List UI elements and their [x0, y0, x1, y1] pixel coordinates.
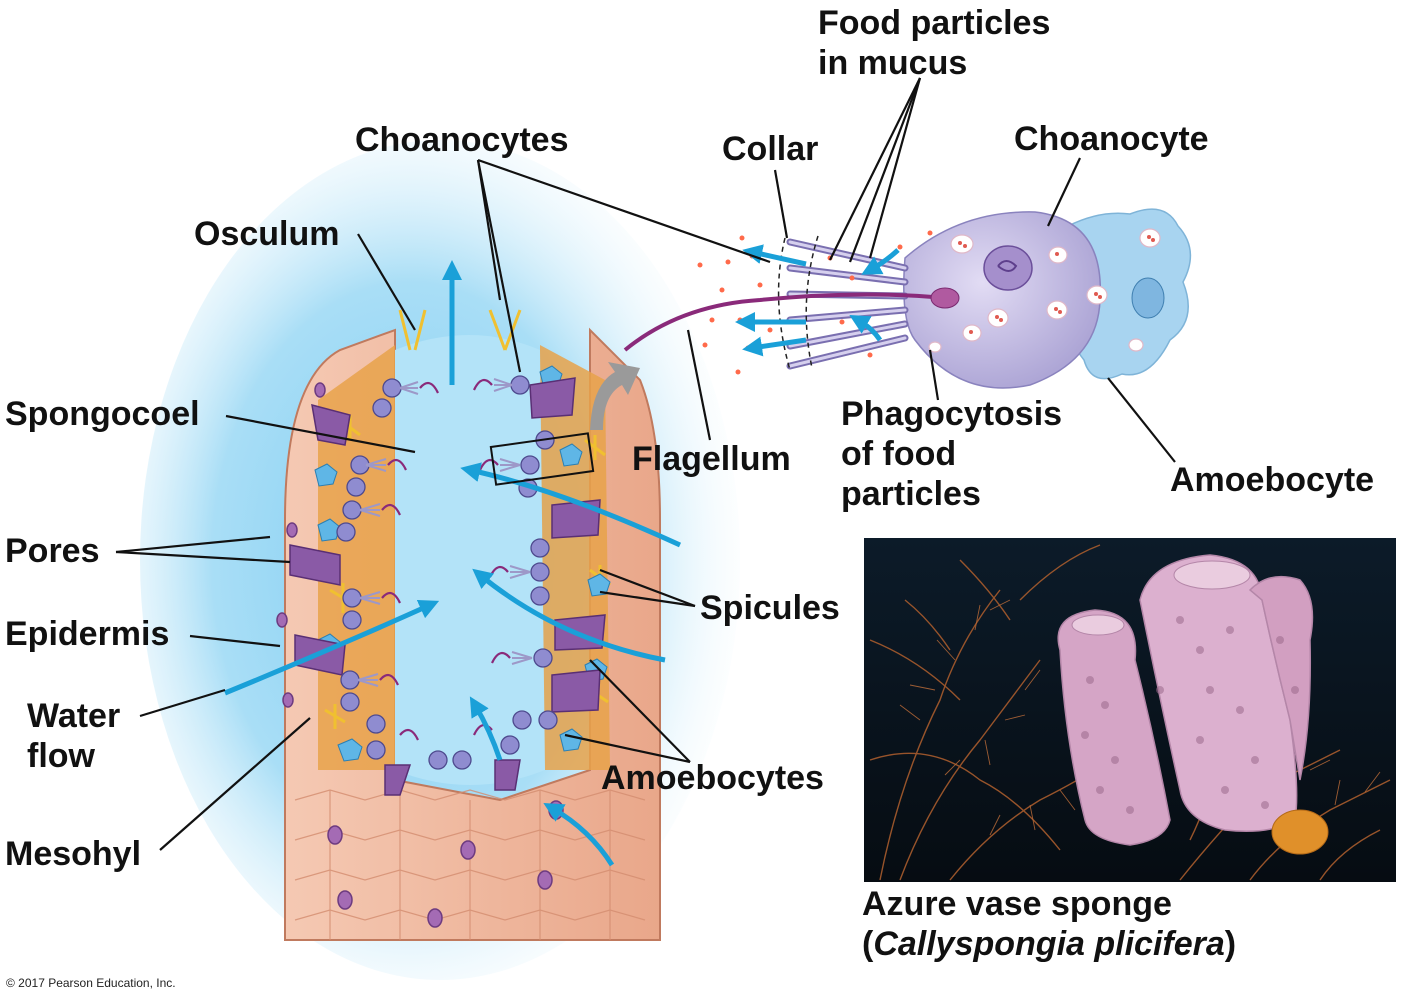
label-choanocyte: Choanocyte: [1014, 120, 1209, 158]
choanocyte-detail: [623, 208, 1192, 389]
spongocoel-cavity: [395, 335, 545, 785]
label-amoebocytes: Amoebocytes: [601, 759, 824, 797]
label-epidermis: Epidermis: [5, 615, 170, 653]
label-collar: Collar: [722, 130, 819, 168]
label-spicules: Spicules: [700, 589, 840, 627]
sponge-photo: [864, 538, 1396, 882]
label-choanocytes: Choanocytes: [355, 121, 569, 159]
label-water-flow: Water flow: [27, 697, 121, 775]
species-name: Callyspongia plicifera: [873, 925, 1225, 963]
zoom-box: [489, 432, 595, 486]
flagellum-strand: [623, 292, 946, 352]
label-flagellum: Flagellum: [632, 440, 791, 478]
water-flow-arrows: [224, 260, 682, 867]
photo-caption: Azure vase sponge (Callyspongia plicifer…: [862, 885, 1237, 963]
zoom-arrow: [590, 362, 640, 430]
leader-lines: [115, 77, 1176, 851]
choanocyte-lining: [336, 375, 558, 770]
label-phagocytosis: Phagocytosis of food particles: [841, 395, 1063, 513]
label-osculum: Osculum: [194, 215, 340, 253]
label-spongocoel: Spongocoel: [5, 395, 200, 433]
copyright-notice: © 2017 Pearson Education, Inc.: [6, 976, 176, 990]
choanocyte-nucleus: [983, 245, 1033, 291]
label-food-particles: Food particles in mucus: [818, 4, 1051, 82]
label-amoebocyte: Amoebocyte: [1170, 461, 1375, 499]
amoebocyte-nucleus: [1131, 277, 1165, 319]
label-pores: Pores: [5, 532, 100, 570]
label-mesohyl: Mesohyl: [5, 835, 142, 873]
